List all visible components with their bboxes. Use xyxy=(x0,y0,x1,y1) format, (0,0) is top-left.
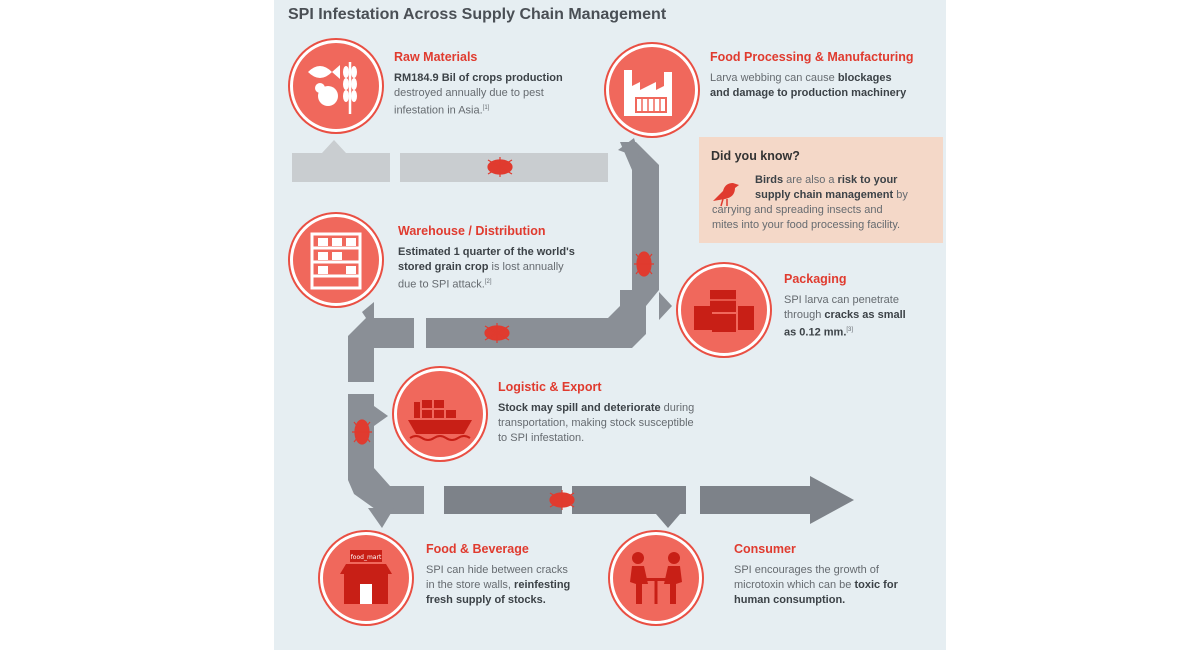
raw-materials-heading: Raw Materials xyxy=(394,50,478,64)
warehouse-text: Warehouse / Distribution Estimated 1 qua… xyxy=(398,224,628,293)
store-sign-text: food_mart xyxy=(351,554,382,561)
food-beverage-text: Food & Beverage SPI can hide between cra… xyxy=(426,542,626,608)
cargo-ship-icon xyxy=(408,400,472,441)
bug-icon xyxy=(634,251,654,277)
food-processing-heading: Food Processing & Manufacturing xyxy=(710,50,914,64)
consumer-heading: Consumer xyxy=(734,542,796,556)
bug-icon xyxy=(487,157,513,177)
store-icon: food_mart xyxy=(340,550,392,604)
fish-chicken-wheat-icon xyxy=(308,62,357,114)
flow-arrow-up xyxy=(322,140,346,153)
packaging-circle xyxy=(678,264,770,356)
flow-segment-curve xyxy=(348,318,414,382)
factory-icon xyxy=(624,70,672,116)
flow-arrow-down xyxy=(368,508,394,528)
dining-people-icon xyxy=(630,552,682,604)
consumer-text: Consumer SPI encourages the growth of mi… xyxy=(734,542,940,608)
flow-segment xyxy=(572,486,686,514)
warehouse-circle xyxy=(290,214,382,306)
flow-segment xyxy=(292,153,390,182)
flow-segment-curve xyxy=(608,306,646,348)
bug-icon xyxy=(352,419,372,445)
infographic-panel: SPI Infestation Across Supply Chain Mana… xyxy=(274,0,946,650)
bug-icon xyxy=(484,323,510,343)
flow-segment xyxy=(444,486,562,514)
flow-segment xyxy=(510,318,608,348)
food-beverage-heading: Food & Beverage xyxy=(426,542,529,556)
logistic-circle xyxy=(394,368,486,460)
flow-arrow-right xyxy=(374,406,388,426)
raw-materials-text: Raw Materials RM184.9 Bil of crops produ… xyxy=(394,50,604,119)
food-beverage-circle: food_mart xyxy=(320,532,412,624)
warehouse-heading: Warehouse / Distribution xyxy=(398,224,546,238)
flow-arrow-right xyxy=(810,476,854,524)
flow-arrow-up xyxy=(618,138,640,158)
food-processing-text: Food Processing & Manufacturing Larva we… xyxy=(710,50,942,101)
flow-segment xyxy=(700,486,810,514)
bug-icon xyxy=(549,490,575,510)
consumer-circle xyxy=(610,532,702,624)
bird-icon xyxy=(713,183,739,207)
page-title: SPI Infestation Across Supply Chain Mana… xyxy=(288,6,667,23)
logistic-heading: Logistic & Export xyxy=(498,380,602,394)
flow-arrow-left xyxy=(362,302,374,330)
did-you-know-title: Did you know? xyxy=(711,149,800,163)
food-processing-circle xyxy=(606,44,698,136)
did-you-know-callout: Did you know? Birds are also a risk to y… xyxy=(699,137,943,243)
packaging-text: Packaging SPI larva can penetrate throug… xyxy=(784,272,944,341)
supply-chain-flow-path xyxy=(292,138,854,528)
warehouse-shelves-icon xyxy=(310,232,362,290)
raw-materials-circle xyxy=(290,40,382,132)
flow-arrow-down xyxy=(656,514,680,528)
packaging-heading: Packaging xyxy=(784,272,847,286)
flow-arrow-right xyxy=(659,292,672,320)
logistic-text: Logistic & Export Stock may spill and de… xyxy=(498,380,738,446)
boxes-icon xyxy=(694,290,754,332)
